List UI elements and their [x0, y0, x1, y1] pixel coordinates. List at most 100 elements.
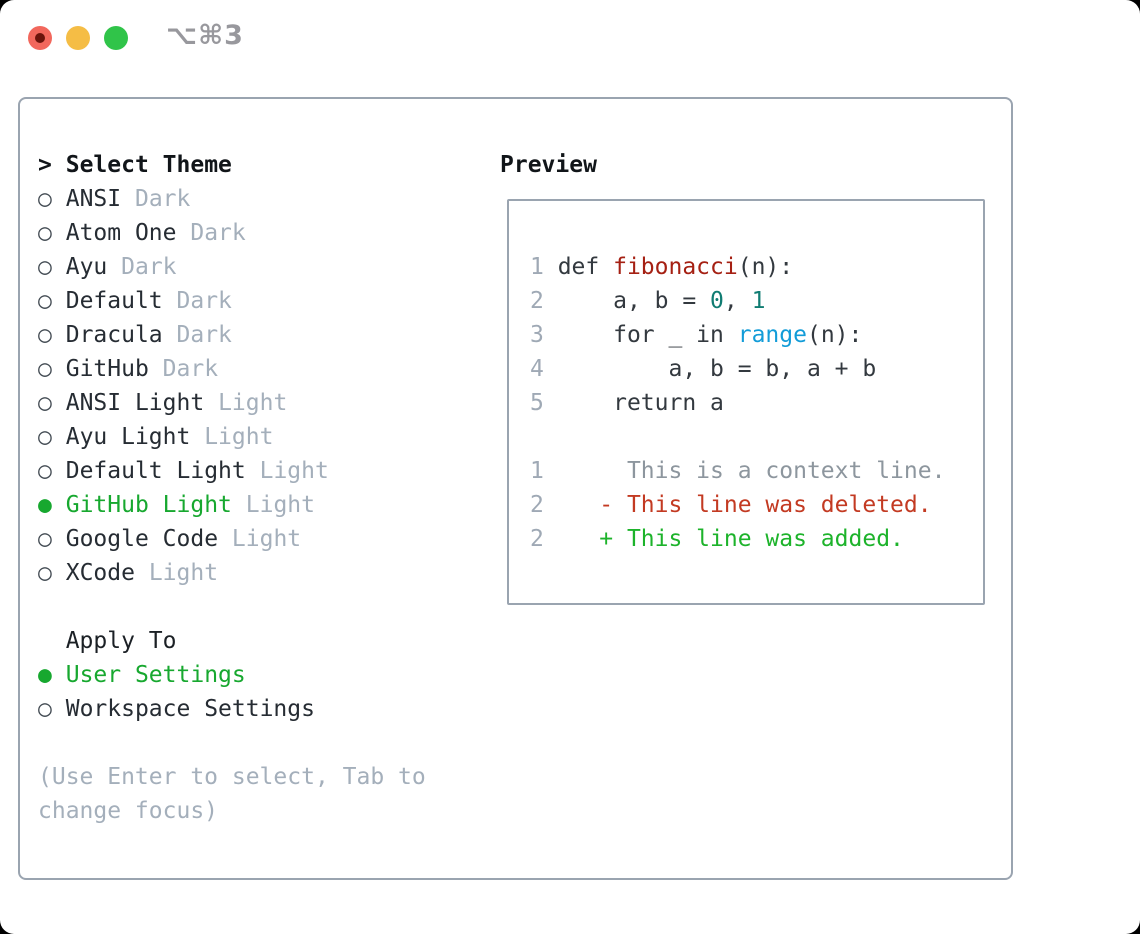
theme-name: ANSI	[65, 186, 122, 212]
theme-option-dracula[interactable]: ○ Dracula Dark	[38, 318, 426, 352]
radio-icon: ○	[38, 696, 52, 722]
theme-variant-tag: Light	[231, 526, 302, 552]
code-token: fibonacci	[613, 254, 738, 280]
spacer	[530, 420, 945, 454]
code-token: 1	[751, 288, 766, 314]
theme-name: Google Code	[65, 526, 219, 552]
theme-option-atom-one[interactable]: ○ Atom One Dark	[38, 216, 426, 250]
close-button[interactable]	[28, 26, 52, 50]
line-number: 2	[530, 492, 558, 518]
theme-name: Atom One	[65, 220, 177, 246]
code-token: for _ in	[557, 322, 738, 348]
zoom-button[interactable]	[104, 26, 128, 50]
theme-option-ayu-light[interactable]: ○ Ayu Light Light	[38, 420, 426, 454]
theme-variant-tag: Light	[218, 390, 288, 416]
theme-variant-tag: Light	[259, 458, 329, 484]
code-token: - This line was deleted.	[557, 492, 932, 518]
code-token: a, b = b, a + b	[557, 356, 877, 382]
code-token: (n):	[806, 322, 863, 348]
theme-option-github[interactable]: ○ GitHub Dark	[38, 352, 426, 386]
close-dot-icon	[35, 33, 45, 43]
code-token: + This line was added.	[557, 526, 904, 552]
window-title: ⌥⌘3	[166, 20, 244, 51]
theme-variant-tag: Light	[148, 560, 219, 586]
theme-variant-tag: Dark	[190, 220, 246, 246]
theme-variant-tag: Dark	[121, 254, 177, 280]
code-token: range	[737, 322, 807, 348]
code-token: (n):	[737, 254, 794, 280]
apply-to-header: Apply To	[38, 624, 426, 658]
theme-name: Ayu Light	[65, 424, 191, 450]
radio-icon: ○	[38, 220, 52, 246]
radio-selected-icon: ●	[38, 492, 52, 518]
line-number: 1	[530, 458, 558, 484]
theme-option-default-light[interactable]: ○ Default Light Light	[38, 454, 426, 488]
theme-variant-tag: Light	[204, 424, 274, 450]
radio-icon: ○	[38, 458, 52, 484]
radio-icon: ○	[38, 424, 52, 450]
radio-icon: ○	[38, 356, 52, 382]
spacer	[38, 590, 426, 624]
theme-option-xcode[interactable]: ○ XCode Light	[38, 556, 426, 590]
theme-option-ansi[interactable]: ○ ANSI Dark	[38, 182, 426, 216]
minimize-button[interactable]	[66, 26, 90, 50]
theme-name: Default	[65, 288, 163, 314]
radio-icon: ○	[38, 560, 52, 586]
line-number: 1	[530, 254, 558, 280]
theme-picker-header: > Select Theme	[38, 148, 426, 182]
radio-icon: ○	[38, 254, 52, 280]
spacer	[530, 216, 945, 250]
code-line: 2 a, b = 0, 1	[530, 284, 945, 318]
code-token: ,	[723, 288, 752, 314]
apply-option-workspace-settings[interactable]: ○ Workspace Settings	[38, 692, 426, 726]
code-line: 5 return a	[530, 386, 945, 420]
radio-icon: ○	[38, 186, 52, 212]
line-number: 5	[530, 390, 558, 416]
spacer	[38, 726, 426, 760]
apply-to-title: Apply To	[65, 628, 177, 654]
diff-line: 1 This is a context line.	[530, 454, 945, 488]
radio-icon: ○	[38, 526, 52, 552]
code-line: 4 a, b = b, a + b	[530, 352, 945, 386]
radio-icon: ○	[38, 322, 52, 348]
theme-variant-tag: Light	[245, 492, 315, 518]
code-token: 0	[710, 288, 724, 314]
code-line: 3 for _ in range(n):	[530, 318, 945, 352]
hint-text: change focus)	[38, 798, 219, 824]
hint-line-1: (Use Enter to select, Tab to	[38, 760, 426, 794]
theme-picker-panel: > Select Theme○ ANSI Dark○ Atom One Dark…	[18, 97, 1013, 880]
line-number: 3	[530, 322, 558, 348]
hint-line-2: change focus)	[38, 794, 426, 828]
code-token: a, b =	[557, 288, 711, 314]
theme-name: GitHub	[65, 356, 149, 382]
apply-option-label: User Settings	[65, 662, 246, 688]
line-number: 2	[530, 526, 558, 552]
theme-option-ansi-light[interactable]: ○ ANSI Light Light	[38, 386, 426, 420]
theme-name: Ayu	[65, 254, 108, 280]
apply-option-label: Workspace Settings	[65, 696, 315, 722]
theme-list: > Select Theme○ ANSI Dark○ Atom One Dark…	[38, 148, 426, 828]
radio-icon: ○	[38, 288, 52, 314]
theme-option-github-light[interactable]: ● GitHub Light Light	[38, 488, 426, 522]
radio-icon: ○	[38, 390, 52, 416]
theme-option-ayu[interactable]: ○ Ayu Dark	[38, 250, 426, 284]
theme-name: Dracula	[65, 322, 163, 348]
code-token: This is a context line.	[557, 458, 946, 484]
radio-selected-icon: ●	[38, 662, 52, 688]
theme-name: GitHub Light	[65, 492, 232, 518]
prompt-icon: >	[38, 152, 52, 178]
theme-name: XCode	[65, 560, 135, 586]
apply-option-user-settings[interactable]: ● User Settings	[38, 658, 426, 692]
line-number: 2	[530, 288, 558, 314]
theme-name: Default Light	[65, 458, 246, 484]
theme-variant-tag: Dark	[176, 322, 232, 348]
code-token: return a	[557, 390, 724, 416]
theme-option-google-code[interactable]: ○ Google Code Light	[38, 522, 426, 556]
theme-option-default[interactable]: ○ Default Dark	[38, 284, 426, 318]
preview-title: Preview	[500, 152, 597, 178]
diff-line: 2 + This line was added.	[530, 522, 945, 556]
theme-name: ANSI Light	[65, 390, 205, 416]
theme-picker-title: Select Theme	[65, 152, 232, 178]
